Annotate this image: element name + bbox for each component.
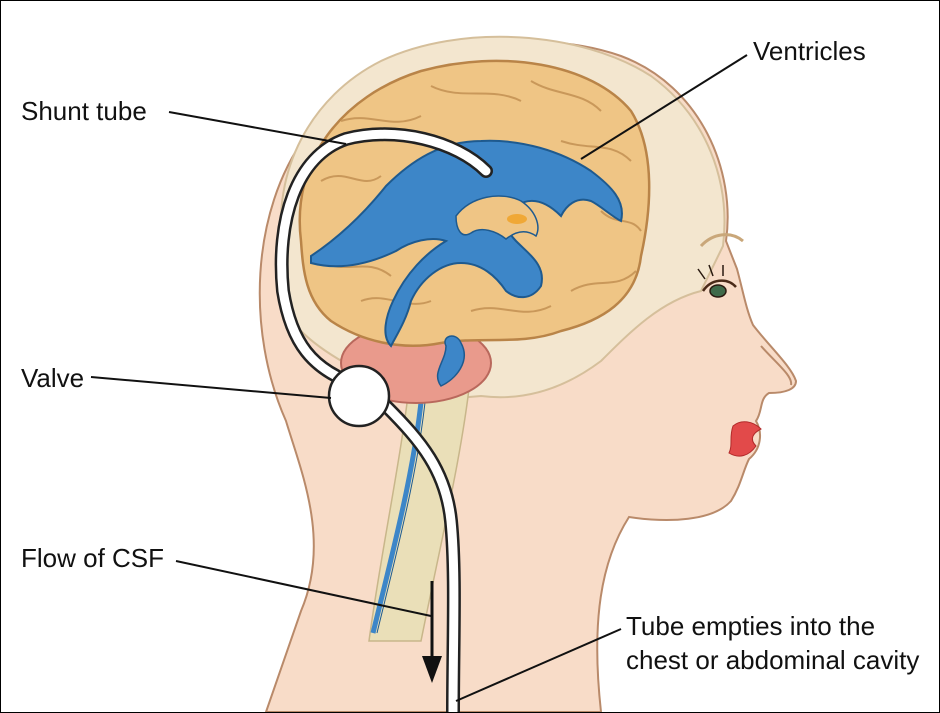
lips bbox=[728, 421, 762, 457]
spinal-column bbox=[368, 370, 472, 642]
fourth-ventricle bbox=[436, 335, 465, 387]
spinal-canal bbox=[370, 380, 426, 634]
label-outlet-line1: Tube empties into the bbox=[626, 611, 875, 641]
label-shunt-tube: Shunt tube bbox=[21, 96, 147, 126]
lateral-ventricle bbox=[310, 139, 623, 348]
flow-arrow bbox=[422, 581, 442, 683]
shunt-valve bbox=[327, 364, 391, 428]
leader-flow bbox=[175, 560, 432, 617]
third-ventricle-spot bbox=[507, 214, 527, 224]
leader-outlet bbox=[455, 628, 622, 702]
shunt-tube bbox=[274, 127, 493, 712]
spinal-canal-edge bbox=[376, 380, 428, 634]
label-ventricles: Ventricles bbox=[753, 36, 866, 66]
label-outlet-line2: chest or abdominal cavity bbox=[626, 645, 919, 675]
label-flow-of-csf: Flow of CSF bbox=[21, 543, 164, 573]
leader-valve bbox=[90, 376, 332, 399]
eyebrow-ridge bbox=[699, 233, 744, 248]
eye bbox=[697, 264, 737, 298]
leader-ventricles bbox=[580, 54, 748, 160]
label-valve: Valve bbox=[21, 363, 84, 393]
leader-shunt-tube bbox=[168, 111, 347, 145]
ventricle-inner-loop bbox=[455, 195, 539, 240]
nose bbox=[760, 345, 793, 386]
leader-lines bbox=[90, 54, 748, 702]
ventricles bbox=[310, 139, 623, 387]
